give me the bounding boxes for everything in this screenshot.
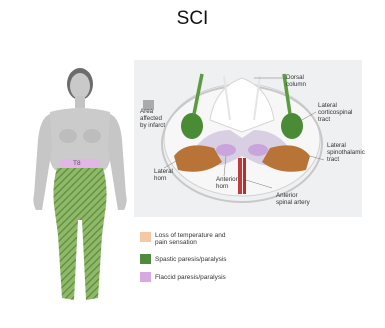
area-affected-label: Area affected by infarct xyxy=(140,108,165,129)
legend-swatch xyxy=(140,272,151,282)
spinal-cord-cross-section xyxy=(134,60,362,217)
page-title: SCI xyxy=(0,8,385,30)
legend-label: Loss of temperature and pain sensation xyxy=(155,232,265,246)
body-figure xyxy=(20,60,140,310)
level-label: T8 xyxy=(73,160,81,167)
anterior-horn-label: Anterior horn xyxy=(216,176,238,190)
legend-label: Flaccid paresis/paralysis xyxy=(155,274,265,281)
legend-label: Spastic paresis/paralysis xyxy=(155,256,265,263)
anterior-spinal-artery-label: Anterior spinal artery xyxy=(276,192,310,206)
lateral-horn-label: Lateral horn xyxy=(154,168,173,182)
lateral-corticospinal-label: Lateral corticospinal tract xyxy=(318,102,352,123)
lateral-spinothalamic-label: Lateral spinothalamic tract xyxy=(327,142,365,163)
legend-swatch xyxy=(140,254,151,264)
dorsal-column-label: Dorsal column xyxy=(286,74,306,88)
legend-swatch xyxy=(140,232,151,242)
